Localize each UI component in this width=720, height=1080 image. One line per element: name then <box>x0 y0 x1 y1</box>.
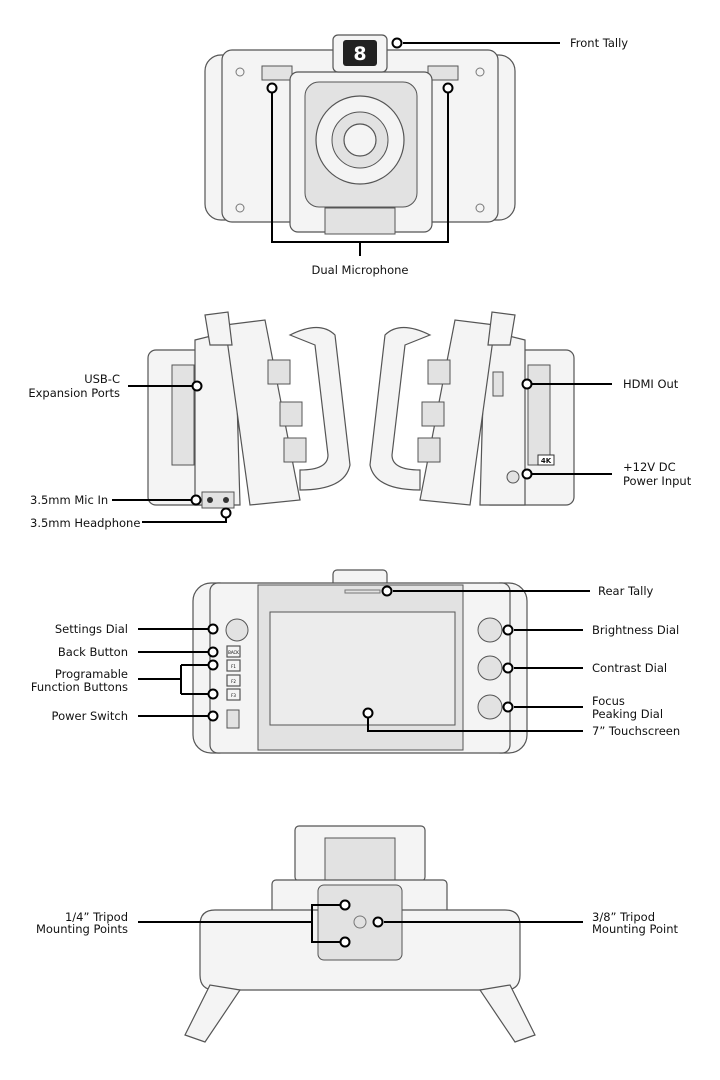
rear-view <box>192 569 528 754</box>
bottom-view <box>184 825 536 1043</box>
label-focus-2: Peaking Dial <box>592 707 663 721</box>
label-front-tally: Front Tally <box>570 36 628 50</box>
label-headphone: 3.5mm Headphone <box>30 516 140 530</box>
front-view: 8 <box>204 34 516 235</box>
label-function-2: Function Buttons <box>31 680 128 694</box>
label-quarter-1: 1/4” Tripod <box>65 910 128 924</box>
label-usbc-1: USB-C <box>84 372 120 386</box>
label-three8-2: Mounting Point <box>592 922 679 936</box>
label-function-1: Programable <box>55 667 128 681</box>
label-rear-tally: Rear Tally <box>598 584 654 598</box>
label-dual-microphone: Dual Microphone <box>312 263 409 277</box>
back-button: BACK <box>228 650 239 655</box>
label-brightness-dial: Brightness Dial <box>592 623 679 637</box>
label-power-switch: Power Switch <box>52 709 128 723</box>
label-usbc-2: Expansion Ports <box>28 386 120 400</box>
label-back-button: Back Button <box>58 645 128 659</box>
left-side-view <box>147 311 351 509</box>
label-touchscreen: 7” Touchscreen <box>592 724 680 738</box>
badge-4k: 4K <box>541 457 552 465</box>
label-power-1: +12V DC <box>623 460 676 474</box>
label-power-2: Power Input <box>623 474 692 488</box>
label-three8-1: 3/8” Tripod <box>592 910 655 924</box>
tally-number: 8 <box>353 43 366 65</box>
label-focus-1: Focus <box>592 694 625 708</box>
f2-button: F2 <box>231 679 236 684</box>
rear-buttons: BACK F1 F2 F3 <box>226 645 241 701</box>
label-settings-dial: Settings Dial <box>55 622 128 636</box>
label-mic-in: 3.5mm Mic In <box>30 493 108 507</box>
f1-button: F1 <box>231 664 236 669</box>
label-quarter-2: Mounting Points <box>36 922 128 936</box>
right-side-view: 4K <box>369 311 575 506</box>
label-contrast-dial: Contrast Dial <box>592 661 667 675</box>
f3-button: F3 <box>231 693 236 698</box>
label-hdmi-out: HDMI Out <box>623 377 679 391</box>
